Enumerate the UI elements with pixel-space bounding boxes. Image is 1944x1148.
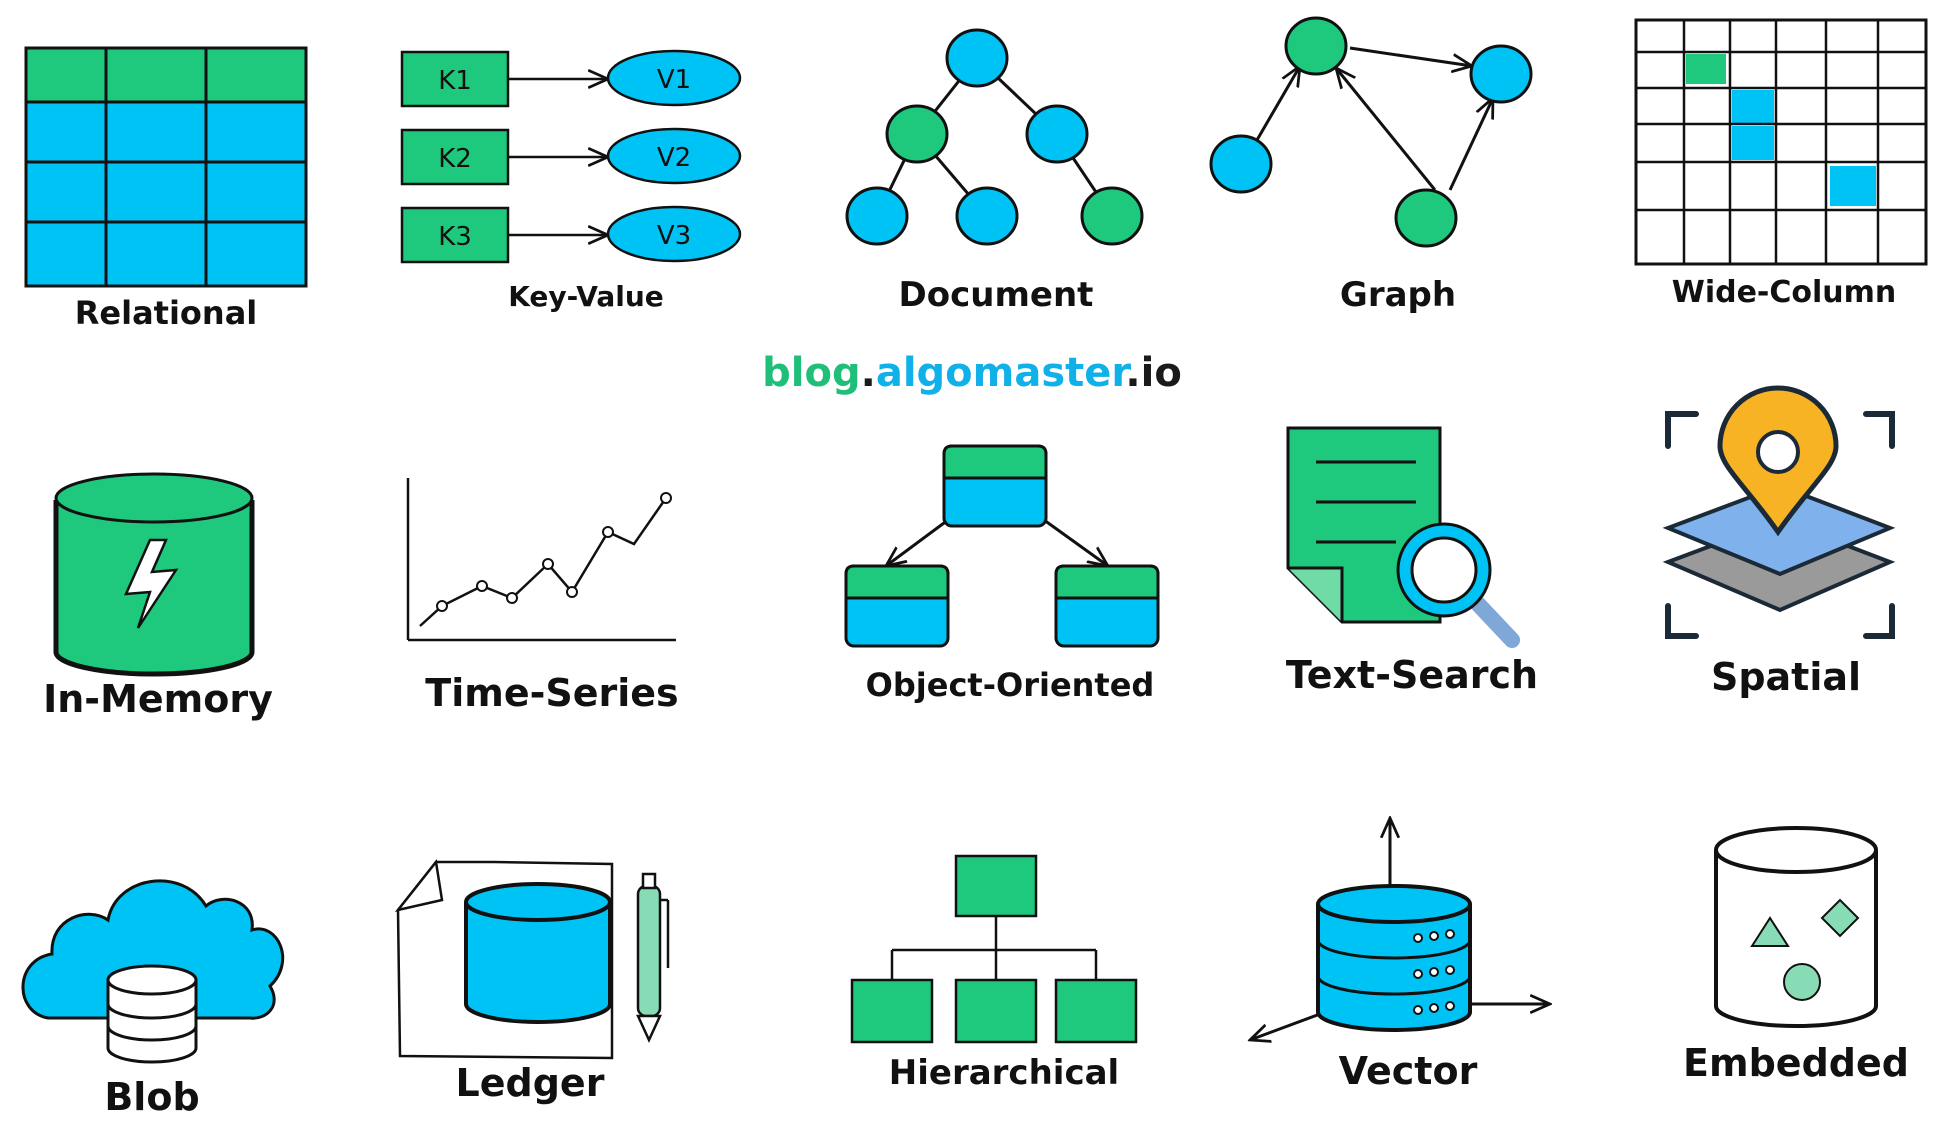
key-value-label: Key-Value (508, 280, 664, 313)
kv-key-1: K1 (438, 66, 472, 96)
document-tree-icon (845, 28, 1144, 246)
wide-column-label: Wide-Column (1672, 275, 1897, 310)
time-series-label: Time-Series (425, 671, 678, 715)
graph-label: Graph (1340, 275, 1456, 315)
kv-value-1: V1 (657, 65, 691, 95)
relational-label: Relational (75, 294, 258, 332)
hierarchical-label: Hierarchical (889, 1053, 1119, 1093)
vector-label: Vector (1339, 1049, 1478, 1093)
watermark-blog: blog (762, 350, 861, 396)
ledger-label: Ledger (456, 1061, 605, 1105)
kv-key-3: K3 (438, 222, 472, 252)
relational-icon (24, 46, 308, 288)
document-label: Document (899, 275, 1094, 315)
watermark-dot-1: . (860, 350, 876, 396)
embedded-label: Embedded (1683, 1041, 1909, 1085)
key-value-icon (400, 49, 742, 264)
spatial-label: Spatial (1711, 655, 1861, 699)
watermark: blog.algomaster.io (0, 350, 1944, 396)
ledger-icon (394, 858, 670, 1060)
text-search-icon (1286, 426, 1520, 648)
blob-label: Blob (104, 1075, 199, 1119)
watermark-dot-2: . (1125, 350, 1141, 396)
embedded-db-icon (1714, 826, 1878, 1028)
kv-value-3: V3 (657, 221, 691, 251)
in-memory-icon (53, 472, 255, 677)
kv-key-2: K2 (438, 144, 472, 174)
text-search-label: Text-Search (1286, 653, 1538, 697)
in-memory-label: In-Memory (43, 677, 273, 721)
object-oriented-label: Object-Oriented (866, 666, 1155, 704)
blob-cloud-icon (21, 879, 285, 1064)
time-series-chart-icon (406, 478, 676, 642)
watermark-algomaster: algomaster (875, 350, 1126, 396)
vector-db-icon (1250, 818, 1550, 1040)
spatial-map-pin-icon (1662, 385, 1896, 639)
wide-column-icon (1634, 18, 1928, 266)
object-oriented-icon (844, 444, 1160, 648)
kv-value-2: V2 (657, 143, 691, 173)
hierarchical-icon (850, 854, 1138, 1044)
graph-icon (1209, 16, 1533, 248)
watermark-io: io (1140, 350, 1182, 396)
